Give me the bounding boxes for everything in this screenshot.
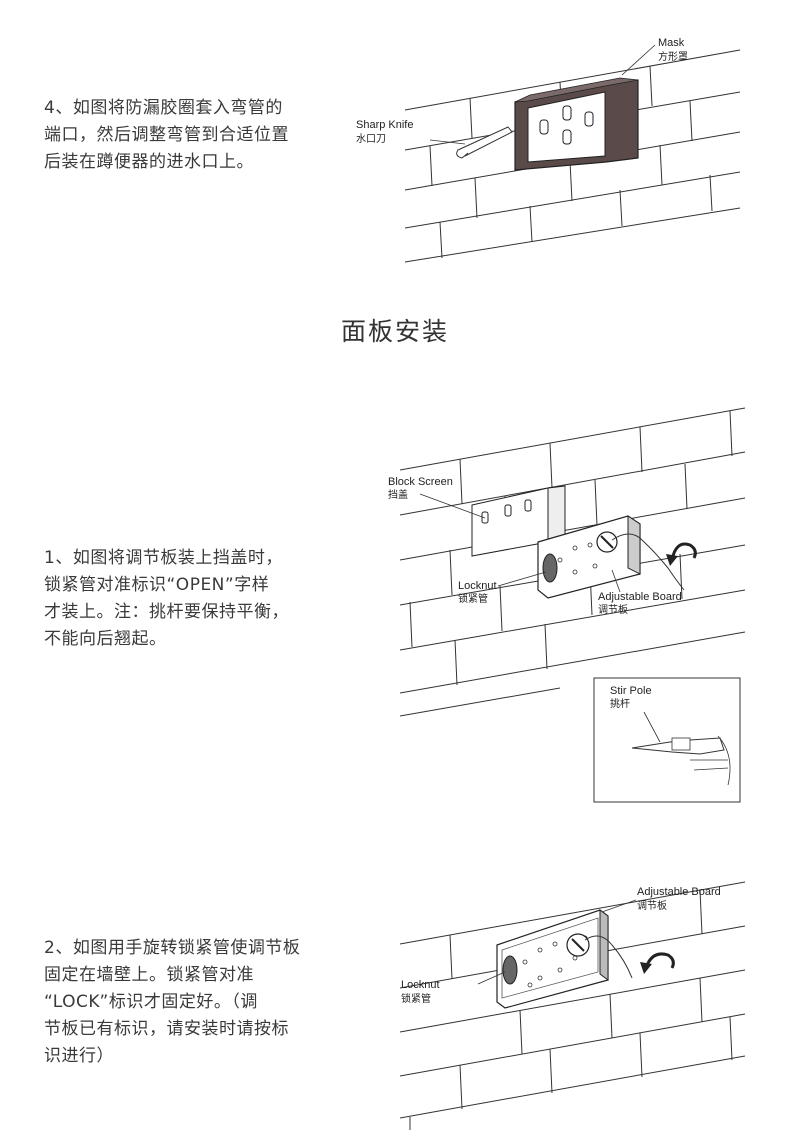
step-4-line: 端口，然后调整弯管到合适位置 bbox=[44, 125, 289, 145]
step-1-line: 不能向后翘起。 bbox=[44, 629, 167, 649]
step-4-instructions: 4、如图将防漏胶圈套入弯管的 端口，然后调整弯管到合适位置 后装在蹲便器的进水口… bbox=[44, 95, 289, 176]
stir-pole-label: Stir Pole bbox=[610, 685, 652, 697]
brick-wall bbox=[399, 881, 746, 1130]
mask-label-zh: 方形罩 bbox=[658, 50, 688, 63]
locknut-label: Locknut bbox=[401, 979, 440, 991]
block-screen-label: Block Screen bbox=[388, 476, 453, 488]
adjustable-board bbox=[496, 909, 609, 1009]
step-2-line: 识进行） bbox=[44, 1046, 114, 1066]
sharp-knife-label: Sharp Knife bbox=[356, 119, 413, 131]
step-1-line: 才装上。注：挑杆要保持平衡， bbox=[44, 602, 289, 622]
step-2-line: 固定在墙壁上。锁紧管对准 bbox=[44, 965, 254, 985]
adjustable-board-label: Adjustable Board bbox=[598, 591, 682, 603]
stir-pole-label-zh: 挑杆 bbox=[610, 697, 630, 710]
mask-installation-figure: Mask 方形罩 Sharp Knife 水口刀 bbox=[356, 37, 741, 263]
block-screen-label-zh: 挡盖 bbox=[388, 488, 408, 501]
hand bbox=[611, 533, 685, 591]
step-2-instructions: 2、如图用手旋转锁紧管使调节板 固定在墙壁上。锁紧管对准 “LOCK”标识才固定… bbox=[44, 935, 300, 1070]
adjustable-board-figure: Block Screen 挡盖 Locknut 锁紧管 Adjustable B… bbox=[388, 407, 746, 803]
step-1-line: 锁紧管对准标识“OPEN”字样 bbox=[44, 575, 270, 595]
rotate-arrow-icon bbox=[644, 952, 675, 969]
step-2-line: “LOCK”标识才固定好。（调 bbox=[44, 992, 258, 1012]
mask-label: Mask bbox=[658, 37, 685, 49]
step-1-line: 1、如图将调节板装上挡盖时， bbox=[44, 548, 283, 568]
locknut-label-zh: 锁紧管 bbox=[401, 992, 431, 1005]
step-2-line: 2、如图用手旋转锁紧管使调节板 bbox=[44, 938, 301, 958]
section-title: 面板安装 bbox=[340, 317, 449, 346]
locknut-label-zh: 锁紧管 bbox=[458, 592, 488, 605]
lock-board-figure: Adjustable Board 调节板 Locknut 锁紧管 bbox=[399, 881, 746, 1130]
step-4-line: 4、如图将防漏胶圈套入弯管的 bbox=[44, 98, 283, 118]
stir-pole-inset: Stir Pole 挑杆 bbox=[593, 677, 741, 803]
brick-wall bbox=[404, 49, 741, 263]
hand bbox=[584, 935, 633, 979]
step-4-line: 后装在蹲便器的进水口上。 bbox=[44, 152, 254, 172]
sharp-knife bbox=[456, 126, 513, 159]
adjustable-board-label-zh: 调节板 bbox=[598, 603, 628, 616]
adjustable-board-label: Adjustable Board bbox=[637, 886, 721, 898]
locknut-label: Locknut bbox=[458, 580, 497, 592]
step-2-line: 节板已有标识，请安装时请按标 bbox=[44, 1019, 289, 1039]
adjustable-board-label-zh: 调节板 bbox=[637, 899, 667, 912]
mask-box bbox=[514, 77, 639, 171]
rotate-arrow-icon bbox=[670, 542, 697, 561]
step-1-instructions: 1、如图将调节板装上挡盖时， 锁紧管对准标识“OPEN”字样 才装上。注：挑杆要… bbox=[44, 545, 289, 653]
sharp-knife-label-zh: 水口刀 bbox=[356, 133, 386, 145]
